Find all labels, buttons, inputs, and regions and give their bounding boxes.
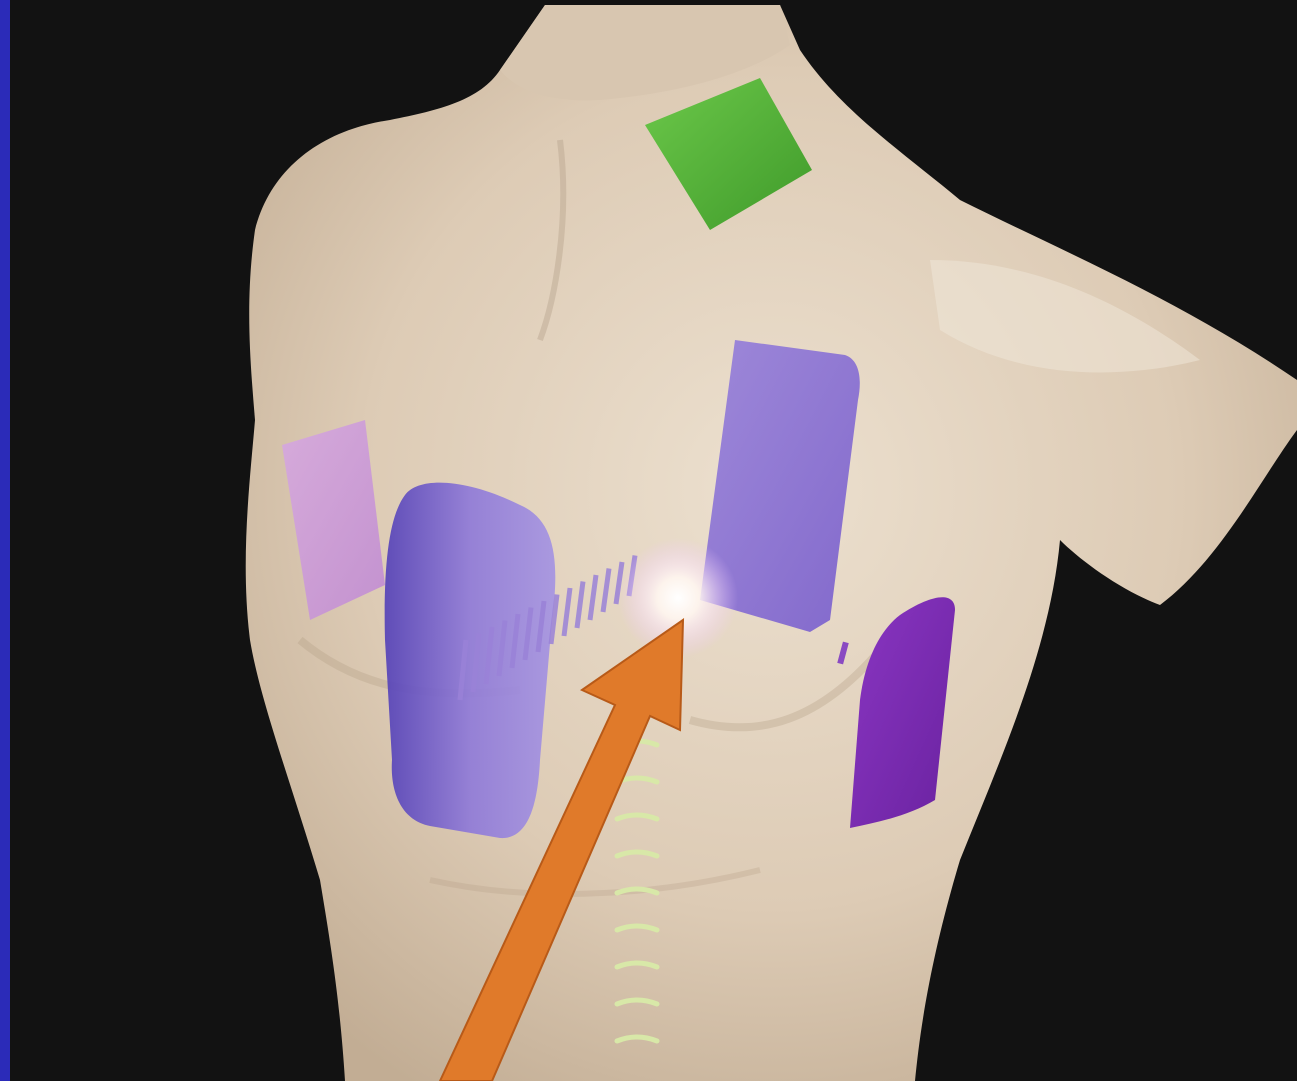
patch-blue-left <box>385 483 556 838</box>
